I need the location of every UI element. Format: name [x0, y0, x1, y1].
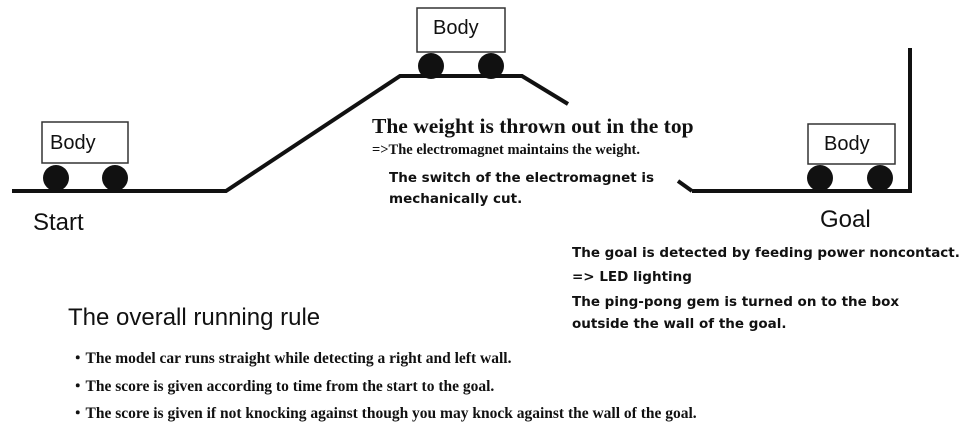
ping-pong-note-line2: outside the wall of the goal.: [572, 316, 787, 332]
top-car: [416, 7, 506, 79]
start-label: Start: [33, 209, 84, 236]
rule-item-1: ・The model car runs straight while detec…: [70, 350, 512, 367]
goal-car-wheel-left: [807, 165, 833, 191]
rules-title: The overall running rule: [68, 304, 321, 331]
start-car-wheel-left: [43, 165, 69, 191]
rule-item-2: ・The score is given according to time fr…: [70, 378, 495, 395]
switch-note-line1: The switch of the electromagnet is: [389, 170, 655, 186]
electromagnet-note: =>The electromagnet maintains the weight…: [372, 142, 640, 158]
track-left-section: [12, 74, 570, 193]
goal-car-label: Body: [824, 133, 870, 155]
start-car-body: [41, 121, 129, 164]
goal-car-wheel-right: [867, 165, 893, 191]
top-car-wheel-right: [478, 53, 504, 79]
start-car-label: Body: [50, 132, 96, 154]
goal-label: Goal: [820, 206, 871, 233]
start-car: [41, 121, 129, 191]
track-descent-segment: [676, 179, 694, 193]
goal-car: [807, 123, 896, 191]
start-car-wheel-right: [102, 165, 128, 191]
rule-item-3: ・The score is given if not knocking agai…: [70, 405, 697, 422]
goal-detection-note: The goal is detected by feeding power no…: [572, 245, 960, 261]
top-car-label: Body: [433, 17, 479, 39]
led-note: => LED lighting: [572, 269, 692, 285]
goal-car-body: [807, 123, 896, 165]
ping-pong-note-line1: The ping-pong gem is turned on to the bo…: [572, 294, 900, 310]
top-car-wheel-left: [418, 53, 444, 79]
switch-note-line2: mechanically cut.: [389, 191, 523, 207]
top-car-body: [416, 7, 506, 53]
weight-headline: The weight is thrown out in the top: [372, 114, 694, 138]
